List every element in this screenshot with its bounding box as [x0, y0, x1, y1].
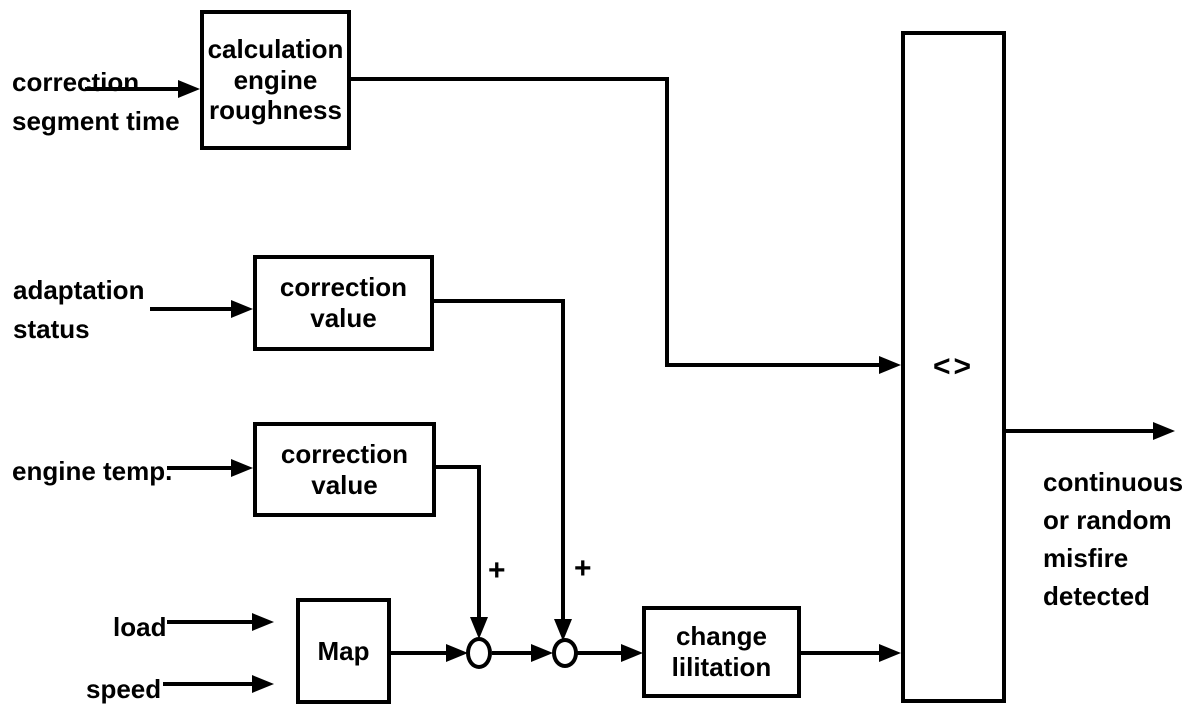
block-correction-value-adaptation: correction value: [253, 255, 434, 351]
arrowhead-output-icon: [1153, 422, 1175, 440]
label-adaptation-status: adaptation status: [13, 275, 145, 344]
arrowhead-map-to-sum1-icon: [446, 644, 468, 662]
label-output-result: continuous or random misfire detected: [1043, 467, 1184, 611]
connector-engine-temp-to-correction2: [167, 466, 231, 470]
block-comparator: <>: [901, 31, 1006, 703]
label-speed: speed: [86, 674, 162, 704]
connector-speed-to-map: [163, 682, 252, 686]
connector-adaptation-to-correction1: [150, 307, 231, 311]
arrowhead-sum1-to-sum2-icon: [531, 644, 553, 662]
arrowhead-engine-temp-icon: [231, 459, 253, 477]
connector-correction2-vertical: [477, 465, 481, 618]
connector-correction1-vertical: [561, 299, 565, 619]
block-map: Map: [296, 598, 391, 704]
arrowhead-correction1-to-sum2-icon: [554, 619, 572, 641]
block-change-lilitation: change lilitation: [642, 606, 801, 698]
arrowhead-correction2-to-sum1-icon: [470, 617, 488, 639]
connector-change-to-comparator: [799, 651, 879, 655]
arrowhead-load-icon: [252, 613, 274, 631]
connector-sum2-to-change: [576, 651, 621, 655]
label-correction-segment-time: correction segment time: [12, 67, 180, 136]
arrowhead-adaptation-icon: [231, 300, 253, 318]
label-engine-temp: engine temp.: [12, 456, 173, 486]
connector-segment-time-to-roughness: [85, 87, 178, 91]
plus-sign-1: +: [488, 554, 506, 587]
summing-junction-1: [466, 637, 492, 669]
arrowhead-change-to-comparator-icon: [879, 644, 901, 662]
connector-correction1-horizontal: [433, 299, 565, 303]
connector-correction2-horizontal: [434, 465, 481, 469]
block-calculation-engine-roughness: calculation engine roughness: [200, 10, 351, 150]
arrowhead-speed-icon: [252, 675, 274, 693]
connector-map-to-sum1: [389, 651, 446, 655]
connector-roughness-vertical: [665, 77, 669, 367]
summing-junction-2: [552, 638, 578, 668]
arrowhead-roughness-to-comparator-icon: [879, 356, 901, 374]
connector-roughness-to-comparator: [665, 363, 880, 367]
connector-comparator-to-output: [1004, 429, 1153, 433]
plus-sign-2: +: [574, 552, 592, 585]
arrowhead-segment-time-icon: [178, 80, 200, 98]
arrowhead-sum2-to-change-icon: [621, 644, 643, 662]
block-correction-value-engine-temp: correction value: [253, 422, 436, 517]
connector-roughness-horizontal: [349, 77, 669, 81]
connector-sum1-to-sum2: [492, 651, 533, 655]
connector-load-to-map: [167, 620, 252, 624]
label-load: load: [113, 612, 167, 642]
